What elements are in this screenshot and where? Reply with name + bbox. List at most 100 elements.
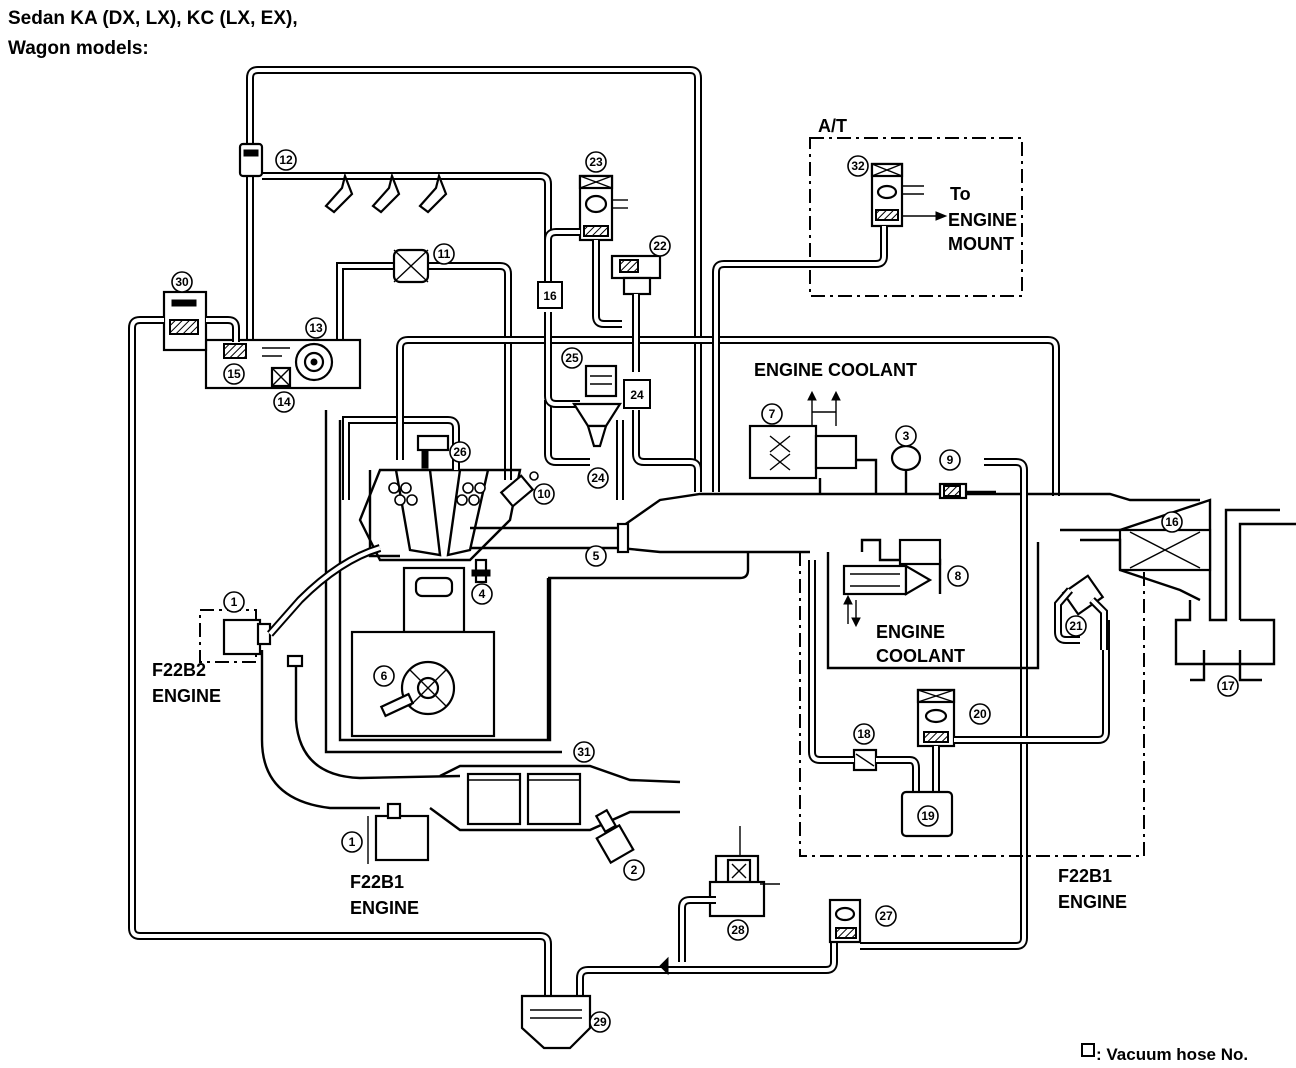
thermo-valve-3 [856, 444, 922, 494]
label-f22b1-left-1: F22B1 [350, 872, 404, 892]
resonator-17 [1174, 508, 1296, 682]
fuel-injector-3 [418, 172, 448, 214]
callout-32: 32 [847, 155, 869, 177]
solenoid-27 [828, 458, 1028, 950]
svg-text:22: 22 [653, 239, 667, 253]
svg-text:6: 6 [381, 669, 388, 683]
callout-10: 10 [533, 483, 555, 505]
label-engine-mount-2: MOUNT [948, 234, 1014, 254]
label-f22b2-1: F22B2 [152, 660, 206, 680]
valve-25 [571, 364, 623, 448]
svg-text:14: 14 [277, 395, 291, 409]
callout-31: 31 [573, 741, 595, 763]
callout-19: 19 [917, 805, 939, 827]
injector-rail [238, 142, 552, 300]
intake-lines [342, 336, 1060, 500]
svg-text:31: 31 [577, 745, 591, 759]
svg-text:26: 26 [453, 445, 467, 459]
svg-text:25: 25 [565, 351, 579, 365]
label-f22b2-2: ENGINE [152, 686, 221, 706]
callout-16: 16 [1161, 511, 1183, 533]
svg-text:3: 3 [903, 429, 910, 443]
svg-text:8: 8 [955, 569, 962, 583]
svg-text:30: 30 [175, 275, 189, 289]
vacuum-hose-lines-23 [544, 228, 622, 408]
coolant-valve-7 [748, 390, 858, 494]
legend-text: : Vacuum hose No. [1096, 1045, 1248, 1064]
svg-text:19: 19 [921, 809, 935, 823]
callout-5: 5 [585, 545, 607, 567]
at-mount-control [712, 137, 1023, 492]
charcoal-canister-29 [520, 994, 592, 1050]
callout-2: 2 [623, 859, 645, 881]
coolant-section-8 [826, 538, 1040, 670]
hose-number-16-text: 16 [543, 289, 557, 303]
engine-block [324, 410, 562, 754]
callout-22: 22 [649, 235, 671, 257]
callout-6: 6 [373, 665, 395, 687]
svg-text:27: 27 [879, 909, 893, 923]
pressure-regulator-12 [238, 142, 264, 178]
legend: : Vacuum hose No. [1081, 1043, 1248, 1064]
legend-box-icon [1081, 1043, 1095, 1057]
svg-text:2: 2 [631, 863, 638, 877]
hose-number-24: 24 [623, 379, 651, 409]
svg-text:15: 15 [227, 367, 241, 381]
svg-text:23: 23 [589, 155, 603, 169]
callout-25: 25 [561, 347, 583, 369]
sensor-2 [594, 808, 635, 865]
solenoid-valve-23 [578, 174, 628, 242]
svg-text:7: 7 [769, 407, 776, 421]
callout-8: 8 [947, 565, 969, 587]
callout-12: 12 [275, 149, 297, 171]
sensor-1-f22b2 [199, 544, 461, 810]
callout-15: 15 [223, 363, 245, 385]
injector-10 [499, 471, 539, 508]
callout-20: 20 [969, 703, 991, 725]
purge-valve-30 [128, 290, 552, 996]
callout-17: 17 [1217, 675, 1239, 697]
label-engine-coolant-mid-2: COOLANT [876, 646, 965, 666]
svg-text:13: 13 [309, 321, 323, 335]
sensor-1-f22b1 [367, 802, 430, 864]
hose-number-16: 16 [537, 281, 563, 309]
air-cleaner-16 [1060, 498, 1212, 602]
label-f22b1-right-2: ENGINE [1058, 892, 1127, 912]
callout-13: 13 [305, 317, 327, 339]
valve-21 [1054, 574, 1108, 650]
svg-text:12: 12 [279, 153, 293, 167]
fuel-injector-2 [371, 172, 401, 214]
label-engine-coolant-top: ENGINE COOLANT [754, 360, 917, 380]
fuel-injector-1 [324, 172, 354, 214]
svg-text:4: 4 [479, 587, 486, 601]
svg-text:1: 1 [231, 595, 238, 609]
callout-30: 30 [171, 271, 193, 293]
callout-23: 23 [585, 151, 607, 173]
svg-text:21: 21 [1069, 619, 1083, 633]
intake-manifold-pipe [470, 492, 1200, 740]
svg-text:1: 1 [349, 835, 356, 849]
svg-text:24: 24 [591, 471, 605, 485]
callout-1-bottom: 1 [341, 831, 363, 853]
callout-24: 24 [587, 467, 609, 489]
label-f22b1-left-2: ENGINE [350, 898, 419, 918]
callout-4: 4 [471, 583, 493, 605]
callout-26: 26 [449, 441, 471, 463]
catalytic-converter-31 [429, 764, 681, 832]
callout-21: 21 [1065, 615, 1087, 637]
callout-3: 3 [895, 425, 917, 447]
label-to: To [950, 184, 971, 204]
valve-28 [678, 826, 780, 962]
filter-11 [336, 248, 512, 480]
svg-text:28: 28 [731, 923, 745, 937]
hose-number-24-text: 24 [630, 388, 644, 402]
label-f22b1-right-1: F22B1 [1058, 866, 1112, 886]
svg-text:29: 29 [593, 1015, 607, 1029]
control-valve-22 [610, 254, 702, 492]
top-hose-loop [246, 66, 702, 492]
callout-1-top: 1 [223, 591, 245, 613]
hose-to-canister [576, 940, 838, 996]
svg-text:16: 16 [1165, 515, 1179, 529]
callout-29: 29 [589, 1011, 611, 1033]
svg-text:11: 11 [438, 247, 451, 261]
